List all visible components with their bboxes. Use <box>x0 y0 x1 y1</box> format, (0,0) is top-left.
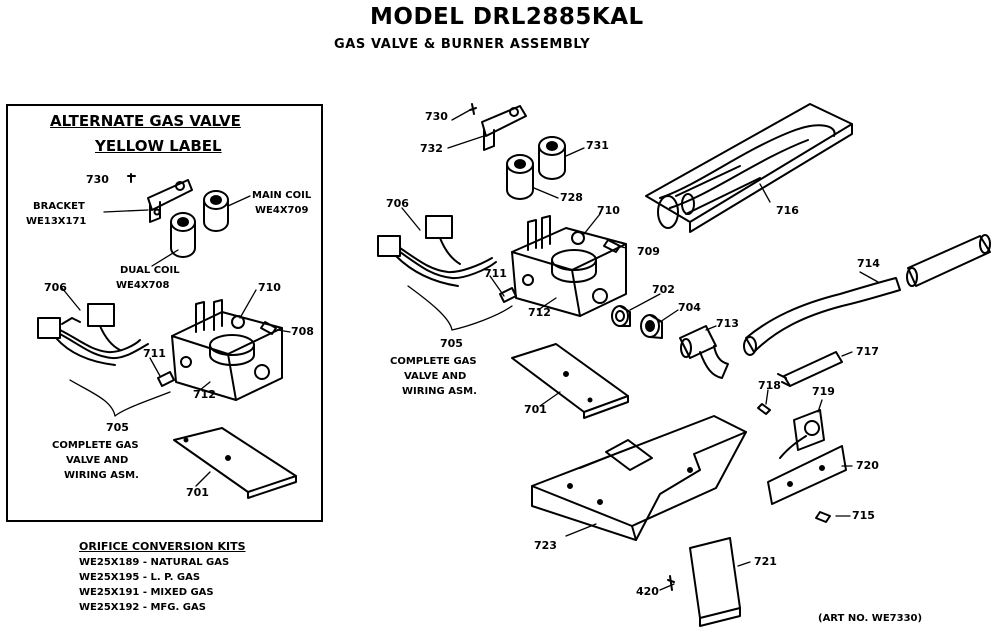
callout-721: 721 <box>754 555 777 568</box>
main-screw-709 <box>603 239 621 253</box>
callout-717: 717 <box>856 345 879 358</box>
callout-711: 711 <box>484 267 507 280</box>
alt-complete-line1: COMPLETE GAS <box>52 440 139 451</box>
main-coil-731 <box>538 136 566 180</box>
alt-callout-706: 706 <box>44 281 67 294</box>
main-cover-721 <box>667 537 741 627</box>
alt-wiring-harness <box>37 303 149 366</box>
art-number: (ART NO. WE7330) <box>818 613 923 624</box>
orifice-kit-row: WE25X192 - MFG. GAS <box>79 602 206 613</box>
callout-732: 732 <box>420 142 443 155</box>
alt-leader-lines <box>61 195 291 487</box>
complete-line2: VALVE AND <box>404 371 467 382</box>
bracket-part-number: WE13X171 <box>26 216 87 227</box>
alt-callout-730: 730 <box>86 173 109 186</box>
callout-715: 715 <box>852 509 875 522</box>
callout-731: 731 <box>586 139 609 152</box>
main-screw-715 <box>815 511 831 523</box>
alt-callout-710: 710 <box>258 281 281 294</box>
callout-706: 706 <box>386 197 409 210</box>
alt-callout-705: 705 <box>106 421 129 434</box>
main-coil-728 <box>506 154 534 200</box>
callout-723: 723 <box>534 539 557 552</box>
alt-screw-708 <box>260 321 277 335</box>
callout-710: 710 <box>597 204 620 217</box>
callout-714: 714 <box>857 257 880 270</box>
main-screw-718 <box>757 403 771 415</box>
page-subtitle: GAS VALVE & BURNER ASSEMBLY <box>334 37 591 52</box>
main-wiring-harness <box>377 215 497 287</box>
alt-main-coil <box>203 190 229 232</box>
main-bracket-701 <box>511 343 629 419</box>
orifice-kit-row: WE25X189 - NATURAL GAS <box>79 557 230 568</box>
orifice-kit-row: WE25X191 - MIXED GAS <box>79 587 214 598</box>
main-coil-label: MAIN COIL <box>252 190 312 201</box>
complete-line3: WIRING ASM. <box>402 386 477 397</box>
main-tube-end <box>906 234 991 287</box>
alt-complete-line2: VALVE AND <box>66 455 129 466</box>
main-burner-716 <box>645 103 853 233</box>
complete-line1: COMPLETE GAS <box>390 356 477 367</box>
alt-callout-701: 701 <box>186 486 209 499</box>
main-support-723 <box>531 415 747 541</box>
main-bracket-720 <box>767 445 847 505</box>
main-fitting-711 <box>499 287 517 303</box>
main-orifice-702 <box>611 305 631 327</box>
main-coil-part-number: WE4X709 <box>255 205 309 216</box>
alt-complete-line3: WIRING ASM. <box>64 470 139 481</box>
callout-716: 716 <box>776 204 799 217</box>
main-leader-lines <box>401 109 879 591</box>
dual-coil-label: DUAL COIL <box>120 265 180 276</box>
main-sensor-719 <box>779 409 825 459</box>
alt-bracket <box>127 173 193 223</box>
alt-bracket-701 <box>173 427 297 499</box>
alt-callout-711: 711 <box>143 347 166 360</box>
callout-420: 420 <box>636 585 659 598</box>
alt-callout-712: 712 <box>193 388 216 401</box>
main-tube-714 <box>743 277 901 356</box>
callout-728: 728 <box>560 191 583 204</box>
alternate-box-subtitle: YELLOW LABEL <box>95 137 222 155</box>
callout-719: 719 <box>812 385 835 398</box>
callout-720: 720 <box>856 459 879 472</box>
bracket-label: BRACKET <box>33 201 85 212</box>
callout-704: 704 <box>678 301 701 314</box>
alt-gas-valve-body <box>171 299 283 401</box>
main-bracket-732 <box>469 103 527 151</box>
callout-712: 712 <box>528 306 551 319</box>
main-igniter-717 <box>777 351 843 387</box>
page-title: MODEL DRL2885KAL <box>370 4 644 30</box>
callout-705: 705 <box>440 337 463 350</box>
alt-fitting-711 <box>157 371 175 387</box>
callout-709: 709 <box>637 245 660 258</box>
callout-701: 701 <box>524 403 547 416</box>
main-orifice-704 <box>640 314 663 339</box>
alt-callout-708: 708 <box>291 325 314 338</box>
callout-713: 713 <box>716 317 739 330</box>
main-gas-valve-body <box>511 215 627 317</box>
alt-dual-coil <box>170 212 196 258</box>
main-elbow-713 <box>679 325 729 379</box>
callout-730: 730 <box>425 110 448 123</box>
dual-coil-part-number: WE4X708 <box>116 280 170 291</box>
callout-702: 702 <box>652 283 675 296</box>
callout-718: 718 <box>758 379 781 392</box>
orifice-kit-row: WE25X195 - L. P. GAS <box>79 572 201 583</box>
orifice-kits-heading: ORIFICE CONVERSION KITS <box>79 540 246 553</box>
alternate-gas-valve-box <box>6 104 323 522</box>
alternate-box-title: ALTERNATE GAS VALVE <box>50 112 241 130</box>
